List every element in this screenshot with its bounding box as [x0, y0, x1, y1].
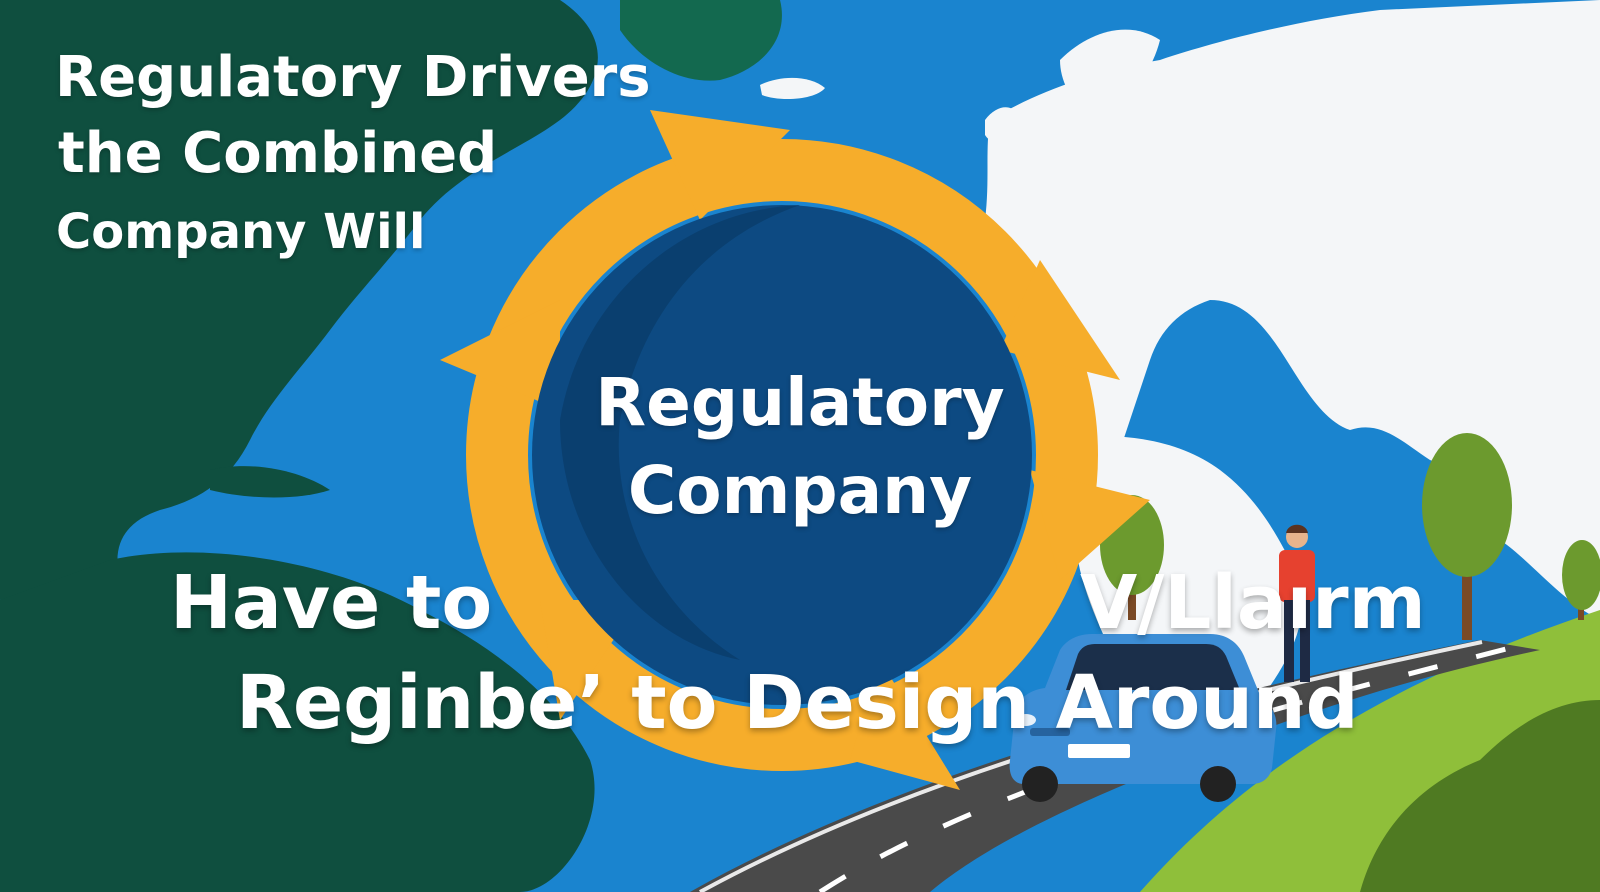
- slide-title-line-3: Company Will: [56, 204, 426, 260]
- person-leg-left: [1284, 600, 1294, 682]
- tree-trunk: [1462, 540, 1472, 640]
- cycle-arrowhead: [1000, 260, 1120, 380]
- caribbean-land: [210, 466, 330, 498]
- car-wheel-right: [1200, 766, 1236, 802]
- car-wheel-left: [1022, 766, 1058, 802]
- cycle-arrowhead: [1030, 470, 1150, 580]
- tree-crown: [1422, 433, 1512, 577]
- person-icon: [1279, 524, 1315, 682]
- iceland-land: [760, 77, 825, 100]
- tree-crown: [1562, 540, 1600, 610]
- cycle-inner-shade: [560, 205, 800, 660]
- person-leg-right: [1300, 600, 1310, 682]
- cycle-arrowhead: [850, 660, 960, 790]
- south-america-land: [0, 552, 595, 892]
- cycle-arrowhead: [440, 300, 560, 410]
- person-hair: [1286, 524, 1308, 533]
- uk-land: [985, 107, 1020, 144]
- car-windshield: [1066, 644, 1240, 690]
- cycle-arrows-icon: [440, 110, 1150, 790]
- greenland-land: [620, 0, 782, 81]
- car-icon: [1009, 634, 1277, 802]
- car-grille: [1030, 728, 1070, 736]
- car-plate: [1068, 744, 1130, 758]
- overlay-text-bottom: Reginbe’ to Design Around: [236, 660, 1359, 746]
- slide-title-line-1: Regulatory Drivers: [55, 45, 651, 110]
- overlay-text-left: Have to: [170, 560, 493, 646]
- car-headlight: [1016, 714, 1036, 726]
- cycle-ring: [466, 139, 1098, 771]
- cycle-arrowhead: [650, 110, 790, 220]
- dark-bush: [1360, 700, 1600, 892]
- center-label-line-2: Company: [627, 452, 973, 529]
- scandinavia-land: [1060, 29, 1160, 120]
- slide-title-line-2: the Combined: [58, 121, 498, 186]
- person-shirt: [1279, 550, 1315, 602]
- overlay-text-right: V/Llaırm: [1080, 560, 1426, 646]
- center-label-line-1: Regulatory: [595, 364, 1005, 441]
- americas-land: [0, 0, 598, 600]
- tree-icon: [1422, 433, 1512, 640]
- tree-icon: [1562, 540, 1600, 620]
